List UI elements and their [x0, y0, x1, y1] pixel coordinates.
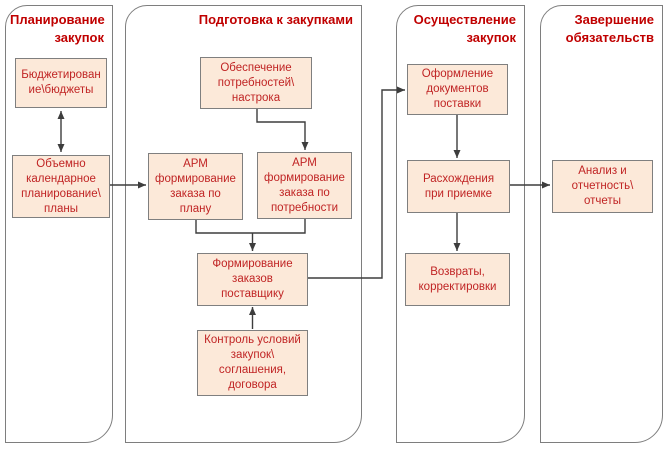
box-budgeting: Бюджетирован ие\бюджеты: [15, 58, 107, 108]
lane-preparation-title: Подготовка к закупками: [198, 12, 353, 27]
box-purchase-terms-control: Контроль условий закупок\ соглашения, до…: [197, 330, 308, 396]
box-supplier-orders-formation: Формирование заказов поставщику: [197, 253, 308, 306]
box-arm-order-by-need: АРМ формирование заказа по потребности: [257, 152, 352, 219]
lane-completion: Завершение обязательств: [540, 5, 663, 443]
box-volume-calendar-planning: Объемно календарное планирование\ планы: [12, 155, 110, 218]
lane-completion-title: Завершение обязательств: [565, 12, 654, 45]
box-arm-order-by-plan: АРМ формирование заказа по плану: [148, 153, 243, 220]
box-analysis-reporting: Анализ и отчетность\ отчеты: [552, 160, 653, 213]
lane-planning-title: Планирование закупок: [10, 12, 105, 45]
box-acceptance-discrepancies: Расхождения при приемке: [407, 160, 510, 213]
box-returns-corrections: Возвраты, корректировки: [405, 253, 510, 306]
box-needs-provision: Обеспечение потребностей\ настрока: [200, 57, 312, 109]
lane-execution-title: Осуществление закупок: [413, 12, 516, 45]
box-delivery-documents: Оформление документов поставки: [407, 64, 508, 115]
